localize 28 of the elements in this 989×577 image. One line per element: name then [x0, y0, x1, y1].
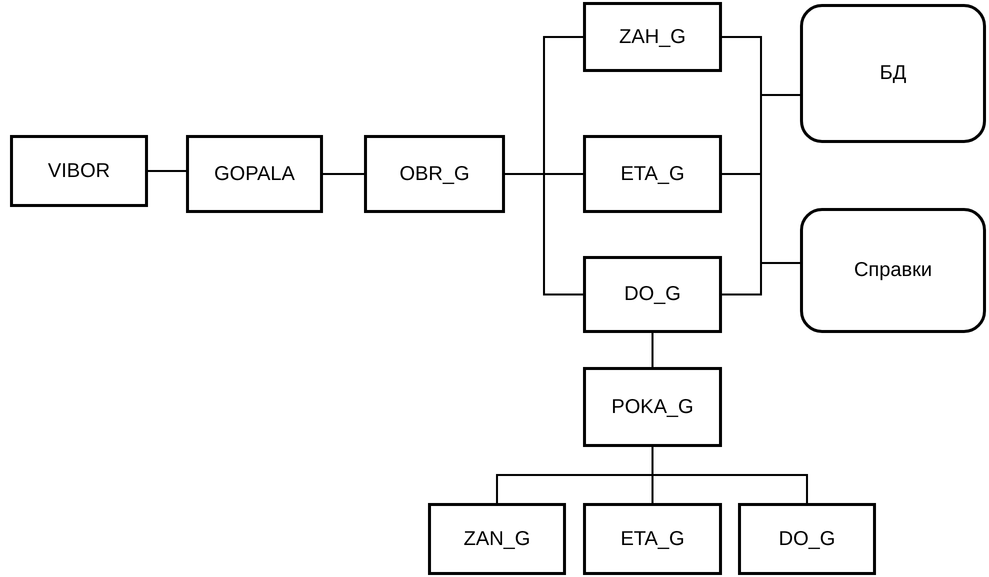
- node-label: OBR_G: [399, 162, 470, 186]
- connector-line: [323, 173, 364, 175]
- node-label: POKA_G: [611, 396, 694, 418]
- node-label: ETA_G: [620, 162, 685, 186]
- node-label: БД: [880, 62, 906, 85]
- connector-line: [652, 333, 654, 367]
- node-label: DO_G: [778, 528, 836, 550]
- process-box: [364, 135, 505, 213]
- node-label: ETA_G: [620, 528, 685, 550]
- node-label: DO_G: [624, 283, 681, 306]
- connector-line: [722, 262, 800, 296]
- connector-line: [148, 170, 186, 172]
- node-label: ZAN_G: [464, 528, 530, 550]
- rounded-box: [800, 4, 986, 143]
- process-box: [583, 135, 722, 213]
- node-label: Справки: [854, 259, 932, 282]
- process-box: [186, 135, 323, 213]
- process-box: [738, 503, 876, 575]
- process-box: [583, 503, 722, 575]
- rounded-box: [800, 208, 986, 333]
- process-box: [583, 256, 722, 333]
- process-box: [583, 2, 722, 72]
- node-label: ZAH_G: [619, 26, 686, 48]
- node-label: VIBOR: [48, 160, 110, 182]
- process-box: [10, 135, 148, 207]
- process-box: [428, 503, 566, 575]
- node-label: GOPALA: [214, 162, 295, 186]
- process-box: [583, 367, 722, 447]
